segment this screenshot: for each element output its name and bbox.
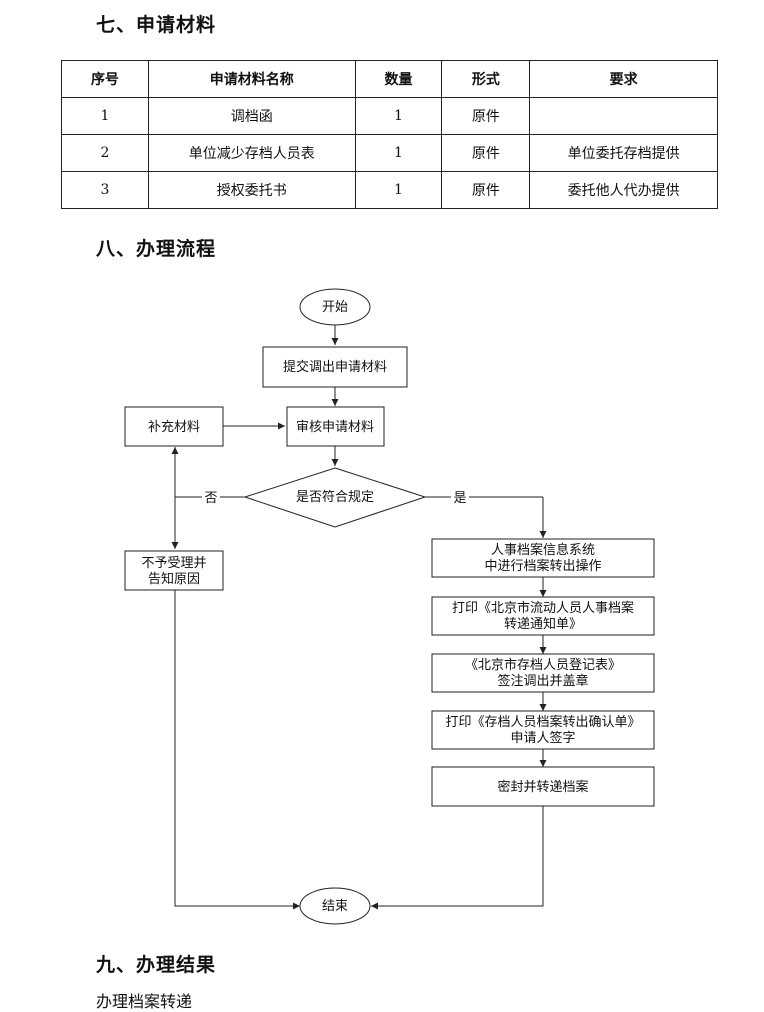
- node-end: 结束: [299, 887, 371, 925]
- node-step1-label-1: 人事档案信息系统: [491, 542, 595, 558]
- node-start-label: 开始: [322, 300, 348, 315]
- header-form: 形式: [441, 60, 531, 98]
- node-step1-label-2: 中进行档案转出操作: [484, 558, 601, 574]
- cell-index: 3: [61, 171, 149, 209]
- node-step3-label-2: 签注调出并盖章: [497, 673, 588, 689]
- cell-form: 原件: [441, 171, 531, 209]
- node-submit: 提交调出申请材料: [262, 346, 408, 388]
- header-quantity: 数量: [354, 60, 443, 98]
- node-start: 开始: [299, 288, 371, 326]
- flow-connectors: [171, 325, 547, 910]
- decision-no-label: 否: [204, 491, 217, 506]
- node-step2-label-1: 打印《北京市流动人员人事档案: [452, 600, 634, 616]
- node-supplement: 补充材料: [124, 406, 224, 447]
- node-reject-label-1: 不予受理并: [141, 556, 206, 571]
- cell-index: 2: [61, 134, 149, 172]
- table-row: 1 调档函 1 原件: [61, 97, 718, 135]
- node-step2-label-2: 转递通知单》: [504, 616, 582, 632]
- yes-label-bg: [451, 489, 469, 505]
- node-step2: 打印《北京市流动人员人事档案 转递通知单》: [431, 596, 655, 636]
- node-end-label: 结束: [322, 899, 348, 914]
- table-row: 3 授权委托书 1 原件 委托他人代办提供: [61, 171, 718, 209]
- table-header-row: 序号 申请材料名称 数量 形式 要求: [61, 60, 718, 98]
- cell-material-name: 单位减少存档人员表: [147, 134, 356, 172]
- node-step4-label-1: 打印《存档人员档案转出确认单》: [445, 715, 640, 730]
- cell-form: 原件: [441, 134, 531, 172]
- cell-requirement: 委托他人代办提供: [529, 171, 718, 209]
- arrow-step5-to-end: [371, 806, 544, 910]
- node-step3-label-1: 《北京市存档人员登记表》: [465, 657, 621, 673]
- result-text: 办理档案转递: [96, 992, 193, 1011]
- cell-quantity: 1: [354, 97, 443, 135]
- node-review: 审核申请材料: [286, 406, 385, 447]
- node-reject-label-2: 告知原因: [148, 571, 200, 587]
- section8-heading: 八、办理流程: [96, 238, 217, 260]
- cell-quantity: 1: [354, 171, 443, 209]
- cell-material-name: 授权委托书: [147, 171, 356, 209]
- header-material-name: 申请材料名称: [147, 60, 356, 98]
- arrow-reject-to-end: [174, 590, 300, 910]
- node-step4: 打印《存档人员档案转出确认单》 申请人签字: [431, 710, 655, 750]
- cell-quantity: 1: [354, 134, 443, 172]
- table-row: 2 单位减少存档人员表 1 原件 单位委托存档提供: [61, 134, 718, 172]
- node-step4-label-2: 申请人签字: [510, 730, 575, 746]
- section9-heading: 九、办理结果: [96, 954, 217, 976]
- decision-yes-label: 是: [453, 491, 466, 506]
- header-index: 序号: [61, 60, 149, 98]
- no-label-bg: [202, 489, 220, 505]
- node-review-label: 审核申请材料: [296, 420, 374, 435]
- node-step3: 《北京市存档人员登记表》 签注调出并盖章: [431, 653, 655, 693]
- cell-requirement: 单位委托存档提供: [529, 134, 718, 172]
- node-submit-label: 提交调出申请材料: [283, 359, 387, 375]
- node-decision-label: 是否符合规定: [296, 489, 374, 505]
- node-step5-label: 密封并转递档案: [497, 779, 588, 795]
- node-step1: 人事档案信息系统 中进行档案转出操作: [431, 538, 655, 578]
- section7-heading: 七、申请材料: [96, 14, 217, 36]
- node-decision: 是否符合规定: [243, 467, 427, 528]
- node-reject: 不予受理并 告知原因: [124, 550, 224, 591]
- node-supplement-label: 补充材料: [148, 419, 200, 435]
- header-requirement: 要求: [529, 60, 718, 98]
- materials-table: 序号 申请材料名称 数量 形式 要求 1 调档函 1 原件 2 单位减少存档人员…: [61, 60, 718, 209]
- node-step5: 密封并转递档案: [431, 766, 655, 807]
- cell-material-name: 调档函: [147, 97, 356, 135]
